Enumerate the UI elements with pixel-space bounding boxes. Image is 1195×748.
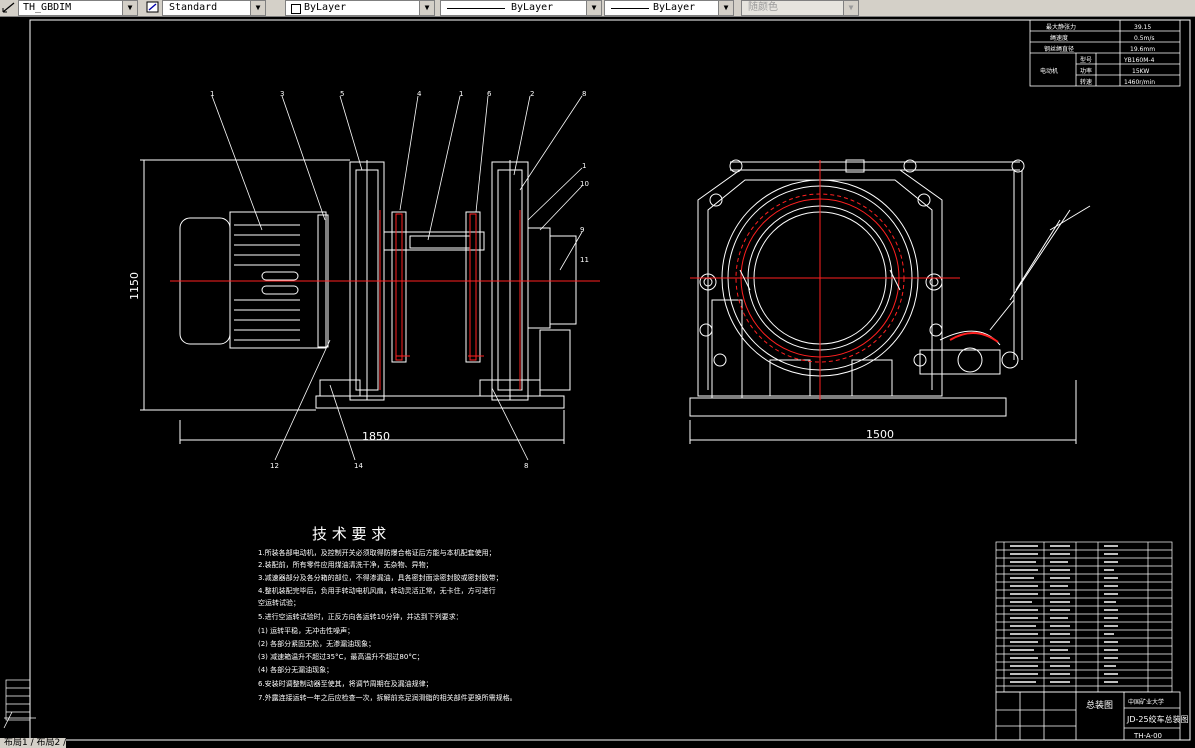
tech-line: (3) 减速箱温升不超过35°C，最高温升不超过80°C； xyxy=(258,652,424,661)
plotstyle-value: 随颜色 xyxy=(748,2,778,13)
param-label: 钢丝绳直径 xyxy=(1044,45,1074,53)
side-view-red-lines xyxy=(170,210,600,390)
param-label: 绳速度 xyxy=(1050,34,1068,42)
title-block-text: 中国矿业大学 总装图 JD-25绞车总装图 TH-A-00 xyxy=(1086,698,1189,740)
param-value: YB160M-4 xyxy=(1123,57,1155,64)
param-sublabel: 功率 xyxy=(1080,67,1092,75)
param-sublabel: 转速 xyxy=(1080,78,1092,86)
parameter-table-text: 最大静张力 39.15 绳速度 0.5m/s 钢丝绳直径 19.6mm 电动机 … xyxy=(1040,23,1155,86)
color-swatch-icon xyxy=(291,4,301,14)
textstyle-value: Standard xyxy=(169,2,218,13)
tech-line: 6.安装时调整制动器至使其，将调节周期在及漏油规律； xyxy=(258,679,433,688)
parts-list-fill xyxy=(1010,545,1118,683)
chevron-down-icon[interactable]: ▼ xyxy=(419,1,434,15)
param-value: 0.5m/s xyxy=(1134,35,1155,42)
tech-line: (2) 各部分紧固无松，无渗漏油现象； xyxy=(258,639,375,648)
title-number: TH-A-00 xyxy=(1133,732,1162,740)
chevron-down-icon: ▼ xyxy=(843,1,858,15)
title-model: JD-25绞车总装图 xyxy=(1126,714,1189,724)
param-label: 最大静张力 xyxy=(1046,23,1076,31)
dim-height-label: 1150 xyxy=(128,272,141,300)
side-view-leaders xyxy=(211,95,583,461)
layer-select[interactable]: ByLayer ▼ xyxy=(285,0,435,16)
dimstyle-select[interactable]: TH_GBDIM ▼ xyxy=(18,0,138,16)
lineweight-value: ByLayer xyxy=(653,2,696,13)
line-sample-icon xyxy=(447,8,505,9)
revision-block xyxy=(5,679,31,721)
param-label: 电动机 xyxy=(1040,67,1058,75)
drawing-canvas[interactable]: 1150 1850 xyxy=(0,16,1195,748)
front-view-centers xyxy=(739,269,901,291)
tech-line: 2.装配前，所有零件应用煤油清洗干净，无杂物、异物； xyxy=(258,560,433,569)
title-name: 总装图 xyxy=(1086,699,1113,711)
tech-line: 4.整机装配完毕后，负用手转动电机风扇，转动灵活正常，无卡住，方可进行 xyxy=(258,586,496,595)
chevron-down-icon[interactable]: ▼ xyxy=(718,1,733,15)
text-style-icon[interactable] xyxy=(146,1,159,13)
tech-requirements: 1.所装各部电动机，及控制开关必须取得防爆合格证后方能与本机配套使用； 2.装配… xyxy=(258,548,517,702)
dim-side-width-label: 1850 xyxy=(362,430,390,443)
plotstyle-select: 随颜色 ▼ xyxy=(741,0,859,16)
tech-line: 3.减速器部分及各分箱的部位，不得渗漏油，具各密封面涂密封胶或密封胶带； xyxy=(258,573,503,582)
drawing-border xyxy=(29,19,1191,741)
tech-title: 技 术 要 求 xyxy=(312,525,386,543)
chevron-down-icon[interactable]: ▼ xyxy=(586,1,601,15)
tech-line: 5.进行空运转试验时，正反方向各运转10分钟，并达到下列要求： xyxy=(258,612,463,621)
chevron-down-icon[interactable]: ▼ xyxy=(250,1,265,15)
param-value: 15KW xyxy=(1132,68,1149,75)
linetype-value: ByLayer xyxy=(511,2,554,13)
tech-line: (1) 运转平稳，无冲击性噪声； xyxy=(258,626,354,635)
layer-value: ByLayer xyxy=(304,2,347,13)
dim-front-width-label: 1500 xyxy=(866,428,894,441)
front-view-red-lines xyxy=(690,160,999,400)
param-value: 1460r/min xyxy=(1124,79,1155,86)
param-sublabel: 型号 xyxy=(1080,56,1092,64)
front-view xyxy=(689,159,1091,444)
dimension-style-icon[interactable] xyxy=(2,1,15,13)
linetype-select[interactable]: ByLayer ▼ xyxy=(440,0,602,16)
dimstyle-value: TH_GBDIM xyxy=(23,2,72,13)
parts-list xyxy=(995,541,1173,693)
tech-line: 7.外露连接运转一年之后应检查一次，拆解前充足润滑脂的相关部件更换所需规格。 xyxy=(258,693,517,702)
tech-line: 1.所装各部电动机，及控制开关必须取得防爆合格证后方能与本机配套使用； xyxy=(258,548,496,557)
title-block xyxy=(995,691,1181,741)
chevron-down-icon[interactable]: ▼ xyxy=(122,1,137,15)
param-value: 19.6mm xyxy=(1130,46,1155,53)
layout-tabs[interactable]: 布局1 / 布局2 / xyxy=(0,738,67,748)
tech-line: (4) 各部分无漏油现象； xyxy=(258,665,333,674)
tech-line: 空运转试验； xyxy=(258,598,300,607)
side-view xyxy=(140,159,577,444)
line-sample-icon xyxy=(611,8,649,9)
title-school: 中国矿业大学 xyxy=(1128,698,1164,706)
parameter-table xyxy=(1029,19,1181,87)
properties-toolbar: TH_GBDIM ▼ Standard ▼ ByLayer ▼ ByLayer … xyxy=(0,0,1195,17)
lineweight-select[interactable]: ByLayer ▼ xyxy=(604,0,734,16)
ucs-icon xyxy=(3,711,36,729)
textstyle-select[interactable]: Standard ▼ xyxy=(162,0,266,16)
param-value: 39.15 xyxy=(1134,24,1151,31)
